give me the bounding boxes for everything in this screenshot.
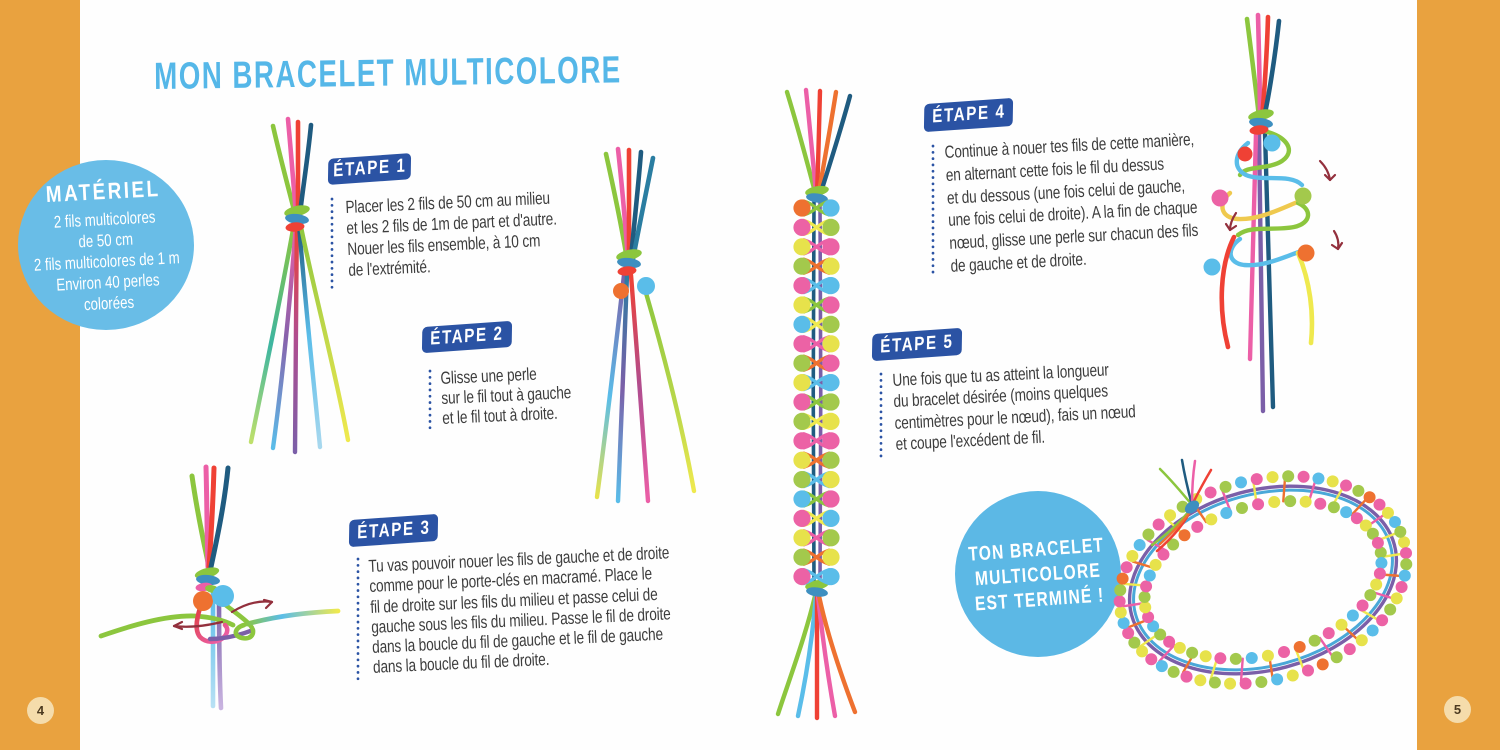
page-number-left: 4 <box>27 697 54 724</box>
bead-pink <box>1211 189 1229 207</box>
step-3-label: ÉTAPE 3 <box>356 516 431 544</box>
macrame-knot-illustration <box>98 464 341 711</box>
bead-orange <box>1297 244 1315 262</box>
bead-red <box>1237 146 1253 162</box>
step-5-badge: ÉTAPE 5 <box>871 327 963 362</box>
step-4-badge: ÉTAPE 4 <box>923 97 1014 133</box>
bead-orange <box>193 591 213 611</box>
page-title: MON BRACELET MULTICOLORE <box>154 49 622 98</box>
bead-blue <box>212 585 234 607</box>
step-3-dotted-line <box>356 557 360 681</box>
knot <box>616 249 642 276</box>
page-number-right-value: 5 <box>1453 702 1462 717</box>
direction-arrows <box>1224 159 1344 251</box>
finished-circle: TON BRACELET MULTICOLORE EST TERMINÉ ! <box>955 491 1121 657</box>
step-2-label: ÉTAPE 2 <box>430 323 504 350</box>
tie-knot <box>1184 500 1200 514</box>
materials-circle: MATÉRIEL 2 fils multicolores de 50 cm 2 … <box>18 160 194 330</box>
step-5-label: ÉTAPE 5 <box>880 330 954 358</box>
step-3-text: Tu vas pouvoir nouer les fils de gauche … <box>368 538 759 677</box>
bead-orange <box>613 283 629 299</box>
left-page-margin-band <box>0 0 80 750</box>
knot <box>284 205 310 232</box>
threads-bundle-illustration-1 <box>248 116 351 455</box>
step-2-badge: ÉTAPE 2 <box>421 320 513 354</box>
direction-arrows <box>172 598 274 631</box>
bead-blue <box>1203 258 1221 276</box>
page-number-left-value: 4 <box>36 703 45 718</box>
step-1-dotted-line <box>330 197 334 290</box>
step-4-dotted-line <box>931 144 935 278</box>
bead-blue <box>1263 134 1281 152</box>
step-5-dotted-line <box>879 372 883 458</box>
step-3-badge: ÉTAPE 3 <box>348 513 439 548</box>
bead-green <box>1294 187 1312 205</box>
step-1-text: Placer les 2 fils de 50 cm au milieu et … <box>345 185 618 281</box>
beaded-strip-illustration <box>775 87 858 721</box>
step-5-text: Une fois que tu as atteint la longueur d… <box>892 355 1205 455</box>
right-page-margin-band <box>1417 0 1500 750</box>
step-4-label: ÉTAPE 4 <box>931 101 1006 128</box>
alternating-knots-illustration <box>1203 12 1344 414</box>
threads-bundle-illustration-2 <box>594 146 697 504</box>
finished-bracelet-illustration <box>1113 458 1413 690</box>
knot <box>1248 109 1274 135</box>
knot-top <box>805 185 829 203</box>
page-number-right: 5 <box>1444 696 1471 723</box>
bead-blue <box>637 277 655 295</box>
step-2-dotted-line <box>428 369 432 433</box>
